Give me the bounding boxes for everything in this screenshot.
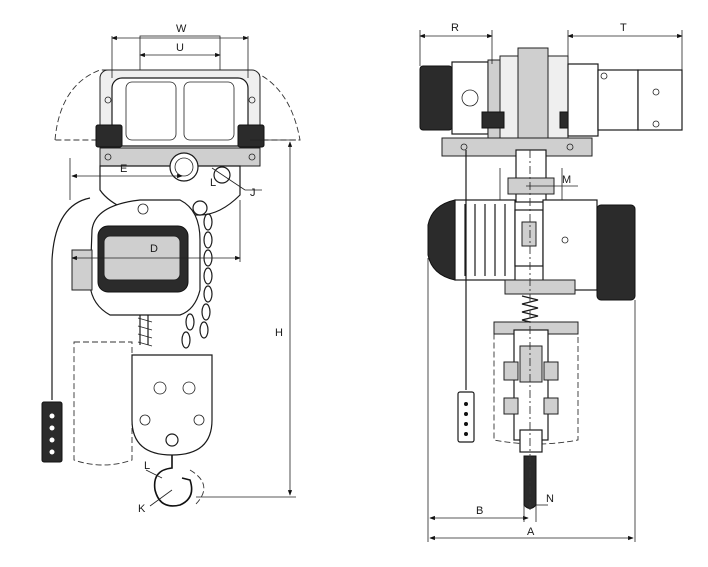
label-T: T (620, 22, 627, 34)
trolley-motor-right (567, 63, 683, 137)
dim-M: M (526, 174, 578, 187)
label-J: J (250, 187, 256, 199)
label-E: E (120, 163, 127, 175)
side-pendant-switch (457, 391, 475, 443)
dim-D: D (71, 200, 241, 262)
pivot-bolt (169, 152, 199, 182)
label-R: R (451, 22, 459, 34)
hoist-body (71, 199, 208, 316)
dim-hook-L: L (144, 460, 163, 479)
label-U: U (176, 42, 184, 54)
label-B: B (476, 505, 483, 517)
front-view: W U E J L D H (41, 23, 301, 515)
label-D: D (150, 243, 158, 255)
side-hoist-body (427, 199, 636, 301)
hook-block (131, 354, 213, 456)
dim-A: A (429, 300, 636, 542)
load-chain (137, 213, 213, 349)
label-L-upper: L (210, 177, 216, 189)
dim-J: J (211, 167, 262, 199)
label-M: M (562, 174, 571, 186)
label-N: N (546, 493, 554, 505)
side-view: R T M B N A (419, 22, 683, 542)
dim-B: B (427, 258, 529, 542)
dim-T: T (567, 22, 683, 70)
label-H: H (275, 327, 283, 339)
dim-U: U (139, 42, 221, 58)
chain-bag-dashed (73, 341, 133, 466)
dim-N: N (523, 493, 554, 522)
label-W: W (176, 23, 187, 35)
dim-E: E (69, 158, 183, 200)
label-K: K (138, 503, 146, 515)
dim-H: H (196, 139, 296, 498)
side-hook-block (503, 329, 559, 453)
trolley-body (95, 35, 265, 167)
hook (153, 455, 193, 507)
pendant-switch (41, 401, 63, 463)
label-A: A (527, 526, 535, 538)
label-L: L (144, 460, 150, 472)
side-chain-bag (493, 321, 579, 445)
pendant-cable (51, 197, 91, 400)
dim-hook-K: K (138, 489, 173, 515)
dim-W: W (111, 23, 249, 78)
dim-R: R (419, 22, 493, 66)
